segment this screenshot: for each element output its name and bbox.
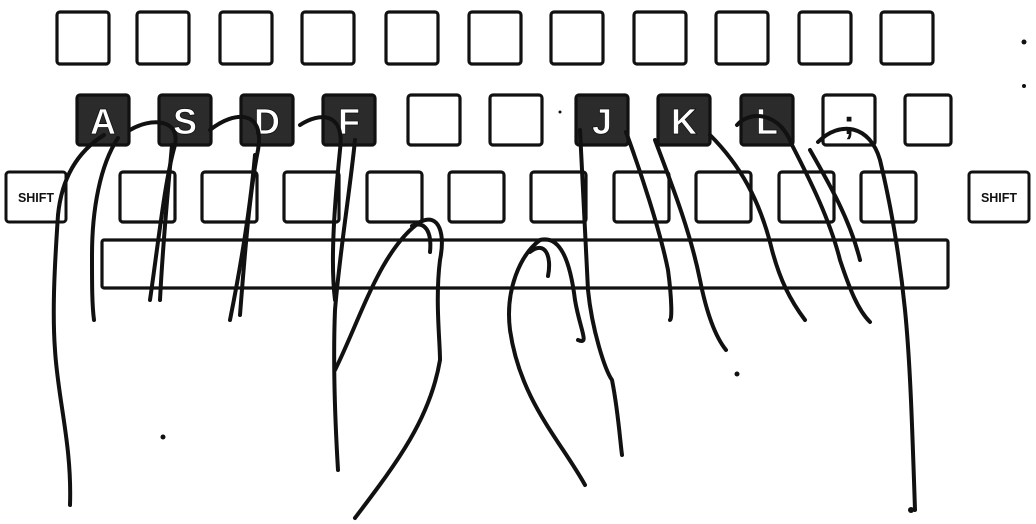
home-key-j: J bbox=[576, 95, 628, 145]
shift-key-label: SHIFT bbox=[981, 191, 1017, 205]
home-key-row: A S D F J K L ; bbox=[77, 95, 951, 145]
bottom-key bbox=[367, 172, 422, 222]
home-row-blank-key bbox=[408, 95, 460, 145]
top-key bbox=[220, 12, 272, 64]
home-key-k: K bbox=[658, 95, 710, 145]
top-key bbox=[551, 12, 603, 64]
top-key bbox=[137, 12, 189, 64]
right-middle-inner bbox=[710, 135, 805, 320]
home-key-label: K bbox=[671, 101, 697, 142]
top-key bbox=[799, 12, 851, 64]
bottom-key-row bbox=[120, 172, 916, 222]
shift-key-label: SHIFT bbox=[18, 191, 54, 205]
space-bar bbox=[102, 240, 948, 288]
bottom-key bbox=[449, 172, 504, 222]
top-key bbox=[469, 12, 521, 64]
left-pinky-inner bbox=[92, 138, 118, 320]
top-key bbox=[716, 12, 768, 64]
top-key-row bbox=[57, 12, 933, 64]
home-key-s: S bbox=[159, 95, 211, 145]
bottom-key bbox=[284, 172, 339, 222]
bottom-key bbox=[531, 172, 586, 222]
top-key bbox=[57, 12, 109, 64]
top-key bbox=[386, 12, 438, 64]
top-key bbox=[634, 12, 686, 64]
home-key-label: J bbox=[592, 101, 612, 142]
home-key-label: ; bbox=[843, 104, 854, 142]
home-row-blank-key bbox=[905, 95, 951, 145]
top-key bbox=[302, 12, 354, 64]
right-shift-key: SHIFT bbox=[969, 172, 1029, 222]
top-key bbox=[881, 12, 933, 64]
home-key-l: L bbox=[741, 95, 793, 145]
home-row-blank-key bbox=[490, 95, 542, 145]
